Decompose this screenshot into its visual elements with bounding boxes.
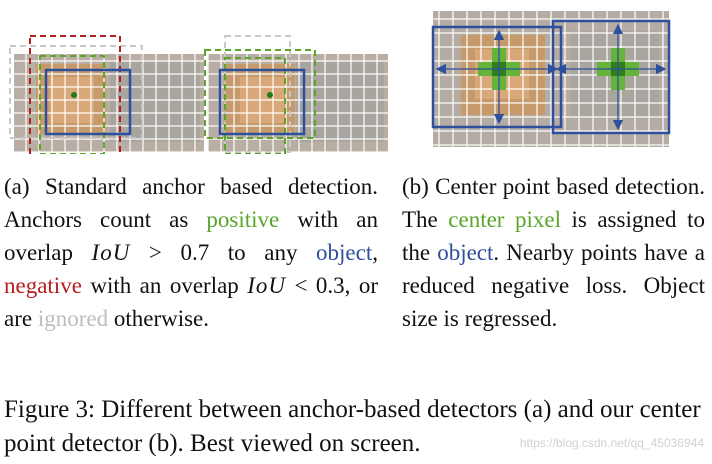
caption-b-text: Center point based detection. The [402,174,705,232]
caption-a-text: otherwise. [108,306,210,331]
positive-anchor-box [39,55,105,154]
object-box-left [44,68,132,136]
object-box-left [431,25,563,129]
caption-a-label: (a) [4,174,30,199]
object-box-right [551,19,671,135]
object-term: object [316,240,373,265]
negative-term: negative [4,273,82,298]
caption-a-text: with an overlap [81,273,248,298]
iou-threshold-high: > 0.7 [130,240,210,265]
caption-b-text: is assigned to the [402,207,705,265]
object-center-right [267,92,273,98]
figure-caption: Figure 3: Different between anchor-based… [4,396,701,457]
positive-term: positive [206,207,280,232]
caption-b-text: . Nearby points have a reduced negative … [402,240,705,331]
iou-symbol: IoU [91,240,131,265]
positive-anchor-box-tall [224,57,286,154]
size-arrows-left [435,29,559,125]
caption-b: (b) Center point based detection. The ce… [402,170,705,335]
caption-b-label: (b) [402,174,429,199]
object-term: object [437,240,494,265]
cat-image-grid [433,11,669,147]
ignored-term: ignored [37,306,109,331]
object-center-left [71,92,77,98]
caption-a: (a) Standard anchor based detection. Anc… [4,170,378,335]
caption-a-text: Standard anchor based detection. Anchors… [4,174,378,232]
caption-a-text: , [372,240,378,265]
iou-threshold-low: < 0.3 [286,273,345,298]
figure-b-center-point-detection [431,11,671,147]
watermark: https://blog.csdn.net/qq_45036944 [519,436,704,450]
size-arrows-right [555,23,667,131]
iou-symbol: IoU [247,273,287,298]
ignored-anchor-box [9,45,143,139]
object-box-right [218,68,306,136]
center-pixel-term: center pixel [448,207,561,232]
positive-anchor-box-wide [204,49,316,139]
negative-anchor-box [29,35,121,154]
caption-a-text: with an overlap [4,207,378,265]
caption-a-text: to any [209,240,317,265]
figure-a-anchor-detection [9,35,388,154]
caption-a-text: , or are [4,273,378,331]
